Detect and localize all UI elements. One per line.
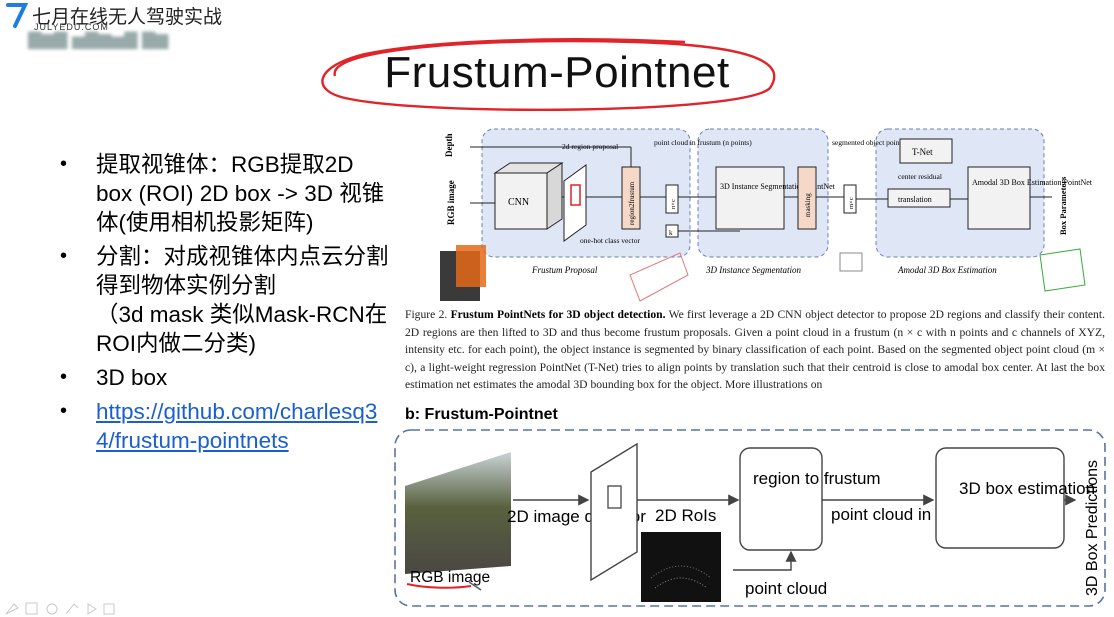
diagram-b-title: b: Frustum-Pointnet xyxy=(405,406,558,423)
figure-caption: Figure 2. Frustum PointNets for 3D objec… xyxy=(405,306,1105,394)
box-estimation-label: 3D box estimation xyxy=(959,479,1095,498)
stage-amodal-box: Amodal 3D Box Estimation xyxy=(897,265,997,275)
nxc-label: n×c xyxy=(670,199,677,209)
blurred-caption: ▇▆▇ ▅▇▆▅▇ ▇▆ xyxy=(28,30,169,49)
bullet-text: 提取视锥体：RGB提取2D box (ROI) 2D box -> 3D 视锥体… xyxy=(96,152,385,235)
frustum-pointnet-figure: Depth RGB image CNN 2d region proposal r… xyxy=(440,128,1093,302)
caption-bold: Frustum PointNets for 3D object detectio… xyxy=(450,308,666,321)
marker-icon xyxy=(65,603,79,615)
stage-frustum-proposal: Frustum Proposal xyxy=(531,265,598,275)
tnet-label: T-Net xyxy=(912,147,933,157)
bullet-item: https://github.com/charlesq34/frustum-po… xyxy=(60,397,390,455)
bullet-item: 提取视锥体：RGB提取2D box (ROI) 2D box -> 3D 视锥体… xyxy=(60,150,390,237)
instance-seg-label: 3D Instance Segmentation PointNet xyxy=(720,182,836,191)
amodal-label: Amodal 3D Box Estimation PointNet xyxy=(972,178,1093,187)
translation-label: translation xyxy=(898,195,932,204)
rgb-image-label: RGB image xyxy=(410,569,490,586)
rgb-image-thumbnail xyxy=(405,452,511,574)
point-cloud-thumbnail xyxy=(641,532,721,602)
mxc-label: m×c xyxy=(848,197,855,209)
masking-label: masking xyxy=(804,193,812,217)
play-icon xyxy=(87,603,97,615)
logo-icon xyxy=(6,2,28,28)
watermark-subtitle: JULYEDU.COM xyxy=(34,22,109,32)
depth-label: Depth xyxy=(444,133,454,157)
pen-icon xyxy=(5,603,19,615)
bullet-text: 分割：对成视锥体内点云分割得到物体实例分割 xyxy=(96,244,389,298)
watermark-title: 七月在线无人驾驶实战 xyxy=(32,6,223,28)
caption-text: We first leverage a 2D CNN object detect… xyxy=(405,308,1105,392)
presentation-toolbar[interactable] xyxy=(4,600,154,616)
caption-label: Figure 2. xyxy=(405,308,448,321)
frustum-pipeline-diagram: RGB image 2D image detector 2D RoIs poin… xyxy=(394,429,1106,607)
rois-label: 2D RoIs xyxy=(655,506,716,525)
title-circle-annotation xyxy=(321,38,776,112)
point-cloud-frustum-label: point cloud in frustum (n points) xyxy=(654,138,752,147)
bullet-list: 提取视锥体：RGB提取2D box (ROI) 2D box -> 3D 视锥体… xyxy=(60,150,390,460)
zoom-icon xyxy=(46,603,58,615)
region2frustum-label: region2frustum xyxy=(628,181,636,225)
bullet-subtext: （3d mask 类似Mask-RCN在ROI内做二分类) xyxy=(96,302,388,356)
stage-instance-seg: 3D Instance Segmentation xyxy=(705,265,801,275)
region-to-frustum-label: region to frustum xyxy=(753,469,881,488)
k-label: k xyxy=(669,229,673,237)
github-link[interactable]: https://github.com/charlesq34/frustum-po… xyxy=(96,399,378,453)
segmented-points-label: segmented object points (m points) xyxy=(832,138,938,147)
center-residual-label: center residual xyxy=(898,172,942,181)
cnn-label: CNN xyxy=(508,197,529,208)
point-cloud-label: point cloud xyxy=(745,579,827,598)
slide-title: Frustum-Pointnet xyxy=(384,48,730,97)
pen-underline-annotation xyxy=(406,581,482,591)
predictions-label: 3D Box Predictions xyxy=(1084,460,1101,596)
menu-icon xyxy=(103,603,115,615)
bullet-item: 分割：对成视锥体内点云分割得到物体实例分割 （3d mask 类似Mask-RC… xyxy=(60,242,390,358)
bullet-item: 3D box xyxy=(60,363,390,392)
slide-icon xyxy=(25,602,38,615)
one-hot-label: one-hot class vector xyxy=(580,236,640,245)
bullet-text: 3D box xyxy=(96,365,168,390)
box-parameters-label: Box Parameters xyxy=(1058,176,1068,235)
rgb-input-label: RGB image xyxy=(446,180,456,225)
